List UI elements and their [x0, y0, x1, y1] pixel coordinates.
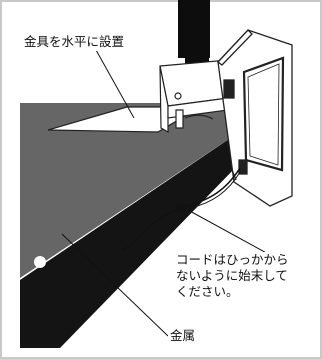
display-device — [217, 29, 293, 207]
cord-instruction: コードはひっかから ないように始末して ください。 — [176, 252, 289, 300]
power-cord — [121, 167, 241, 251]
cord-instruction-line-3: ください。 — [176, 284, 239, 299]
cord-clip — [176, 203, 186, 213]
leader-cord — [187, 209, 273, 257]
cord-instruction-line-1: コードはひっかから — [176, 252, 289, 267]
leader-mount — [95, 49, 135, 119]
mount-label: 金具を水平に設置 — [22, 33, 127, 51]
bracket — [159, 59, 229, 134]
metal-edge — [20, 135, 238, 348]
cord-instruction-line-2: ないように始末して — [176, 268, 288, 283]
mount-pole — [178, 0, 210, 58]
metal-surface — [20, 103, 232, 278]
metal-label: 金属 — [168, 328, 198, 344]
leader-metal — [61, 233, 169, 337]
metal-hole — [34, 256, 46, 268]
